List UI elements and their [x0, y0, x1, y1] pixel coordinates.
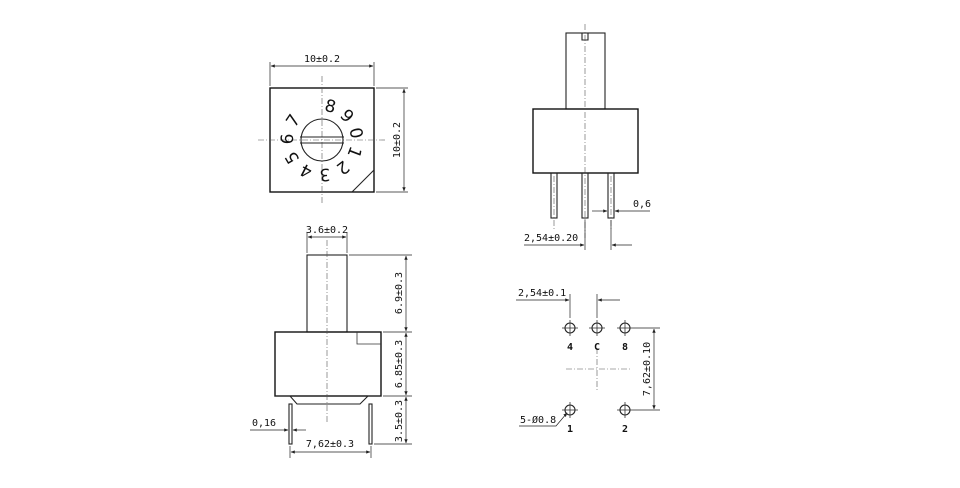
dial-digit-3: 3: [319, 163, 331, 184]
pin-label-c: C: [594, 342, 600, 353]
hole-1: [562, 402, 578, 418]
front-shaft-height-dim: 6.9±0.3: [394, 272, 405, 314]
dial-digit-6: 6: [278, 133, 298, 144]
front-view: 3.6±0.2 6.9±0.3 6.85±0.3 3.5±0.3 0,16 7,…: [250, 225, 412, 458]
pcb-footprint: 2,54±0.1 4: [516, 288, 660, 435]
front-right-pin: [368, 403, 373, 445]
footprint-pitch-dim: 2,54±0.1: [518, 288, 566, 299]
side-pin-pitch-dim: 2,54±0.20: [524, 233, 578, 244]
dial-digit-4: 4: [297, 159, 316, 182]
footprint-hole-dim: 5-Ø0.8: [520, 414, 556, 426]
side-pin-width-dim: 0,6: [633, 199, 651, 210]
dial-digit-5: 5: [281, 147, 304, 166]
front-pin-span-dim: 7,62±0.3: [306, 439, 354, 450]
top-view-corner-chamfer: [351, 169, 375, 193]
front-left-pin: [288, 403, 293, 445]
footprint-row-spacing-dim: 7,62±0.10: [642, 342, 653, 396]
pin-label-4: 4: [567, 342, 573, 353]
dial-digit-1: 1: [343, 143, 366, 160]
front-shaft-width-dim: 3.6±0.2: [306, 225, 348, 236]
side-pin-middle: [581, 172, 589, 219]
dial-digit-2: 2: [332, 156, 353, 178]
hole-c: [589, 320, 605, 336]
dial-digit-8: 8: [323, 96, 338, 118]
dial-digit-9: 9: [336, 106, 358, 128]
front-body-notch: [356, 332, 381, 345]
side-view: 0,6 2,54±0.20: [524, 24, 651, 250]
front-base: [275, 395, 381, 405]
front-pin-length-dim: 3.5±0.3: [394, 400, 405, 442]
rotary-dial: [300, 118, 344, 162]
pin-label-2: 2: [622, 424, 628, 435]
hole-2: [617, 402, 633, 418]
side-body: [532, 108, 639, 174]
dial-digit-7: 7: [282, 111, 305, 131]
top-height-dim: 10±0.2: [392, 122, 403, 158]
hole-4: [562, 320, 578, 336]
pin-label-8: 8: [622, 342, 628, 353]
hole-8: [617, 320, 633, 336]
front-pin-thickness-dim: 0,16: [252, 418, 276, 429]
top-width-dim: 10±0.2: [304, 54, 340, 65]
front-body: [274, 331, 382, 397]
pin-label-1: 1: [567, 424, 573, 435]
side-shaft: [565, 32, 606, 110]
front-body-height-dim: 6.85±0.3: [394, 340, 405, 388]
dial-digit-0: 0: [344, 126, 366, 141]
